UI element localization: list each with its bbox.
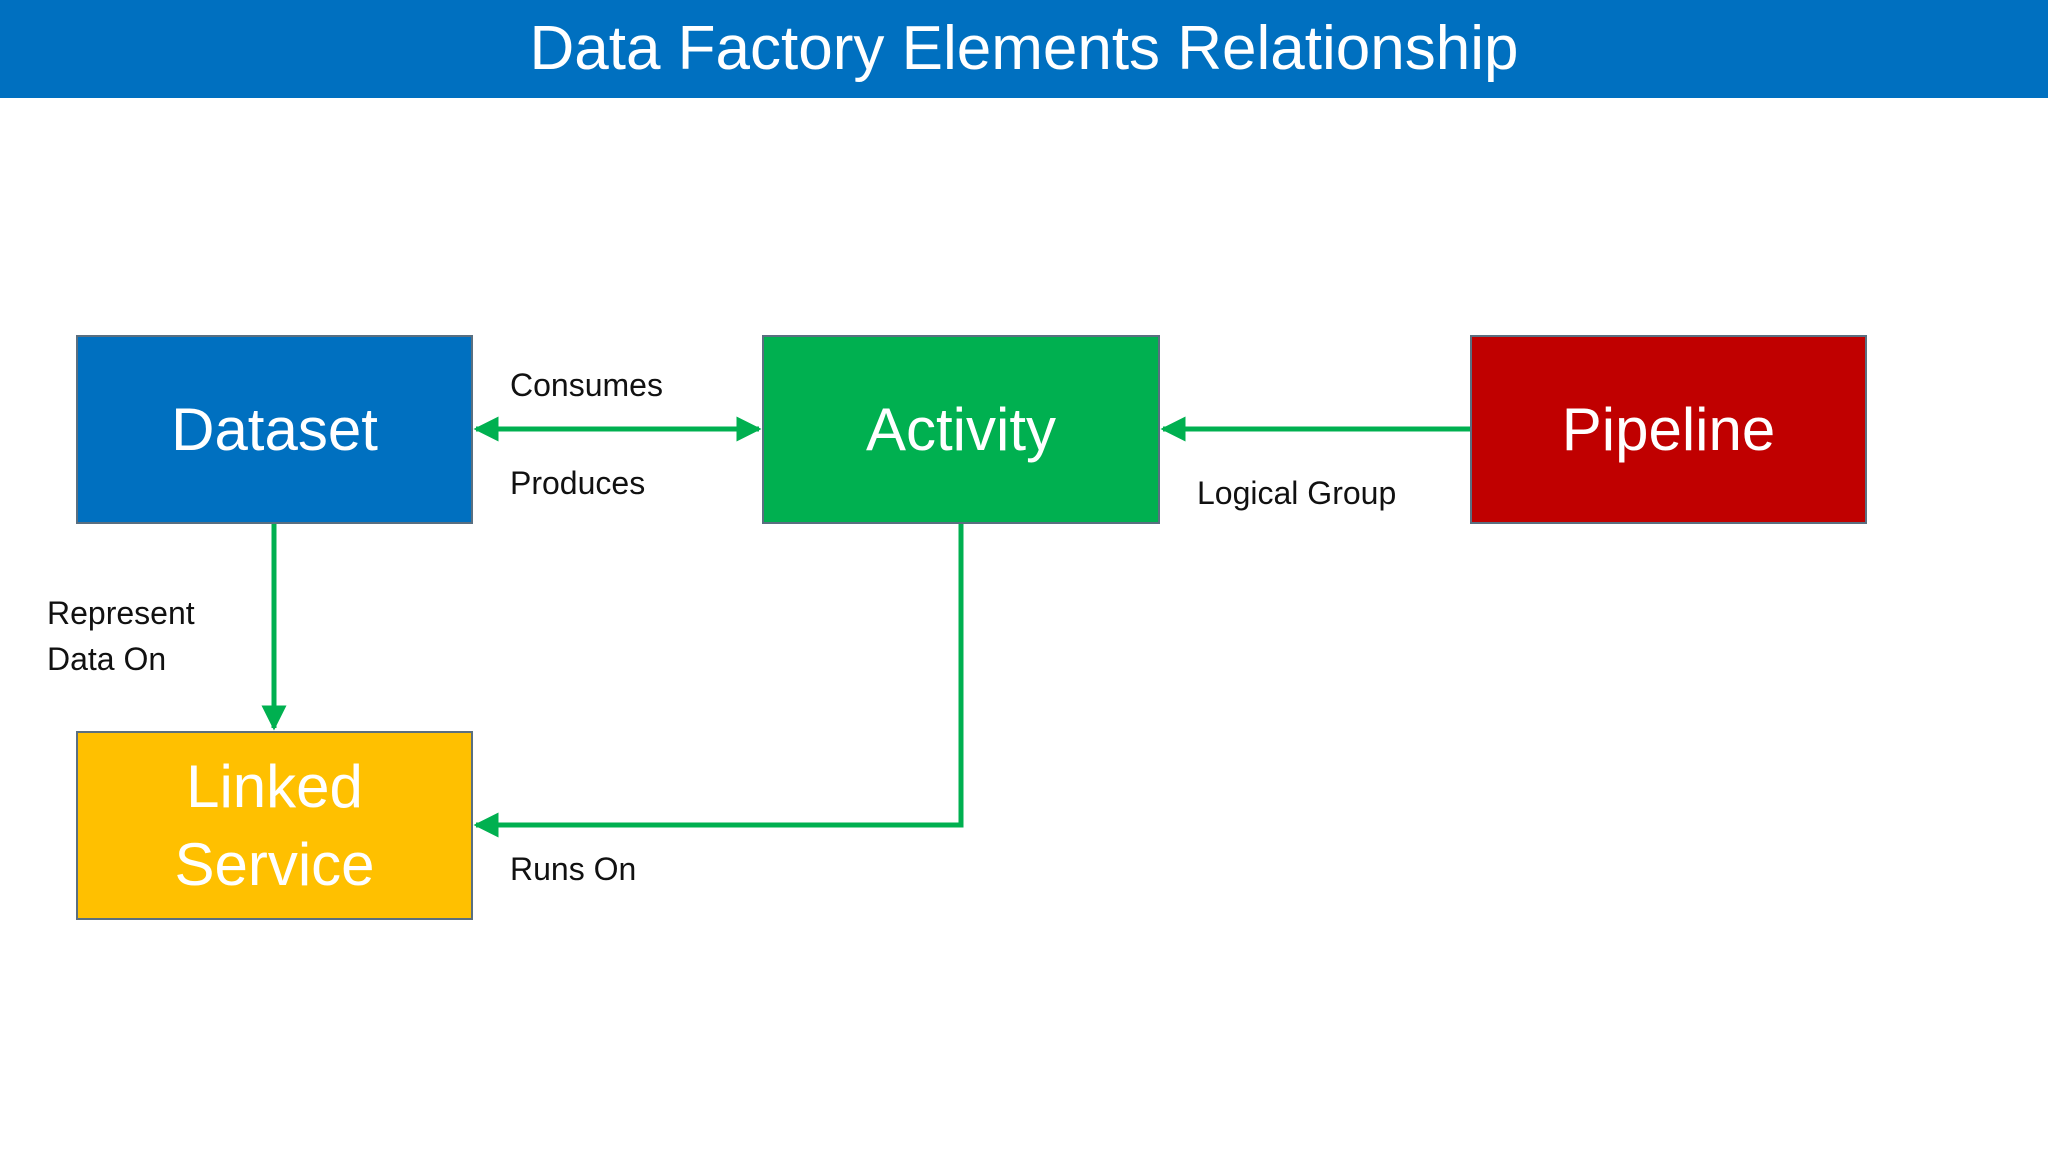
linked-service-label: Linked Service — [174, 752, 375, 898]
title-bar: Data Factory Elements Relationship — [0, 0, 2048, 98]
activity-node: Activity — [762, 335, 1160, 524]
connector-activity-linked-service — [473, 524, 964, 838]
logical-group-label: Logical Group — [1197, 475, 1397, 511]
linked-service-node: Linked Service — [76, 731, 473, 920]
dataset-node: Dataset — [76, 335, 473, 524]
consumes-label: Consumes — [510, 367, 663, 403]
dataset-label: Dataset — [171, 395, 378, 463]
pipeline-label: Pipeline — [1561, 395, 1776, 463]
produces-label: Produces — [510, 465, 646, 501]
runs-on-label: Runs On — [510, 851, 637, 887]
pipeline-node: Pipeline — [1470, 335, 1867, 524]
represent-data-on-label: Represent Data On — [47, 595, 195, 677]
page-title: Data Factory Elements Relationship — [529, 14, 1519, 83]
activity-label: Activity — [865, 395, 1057, 463]
